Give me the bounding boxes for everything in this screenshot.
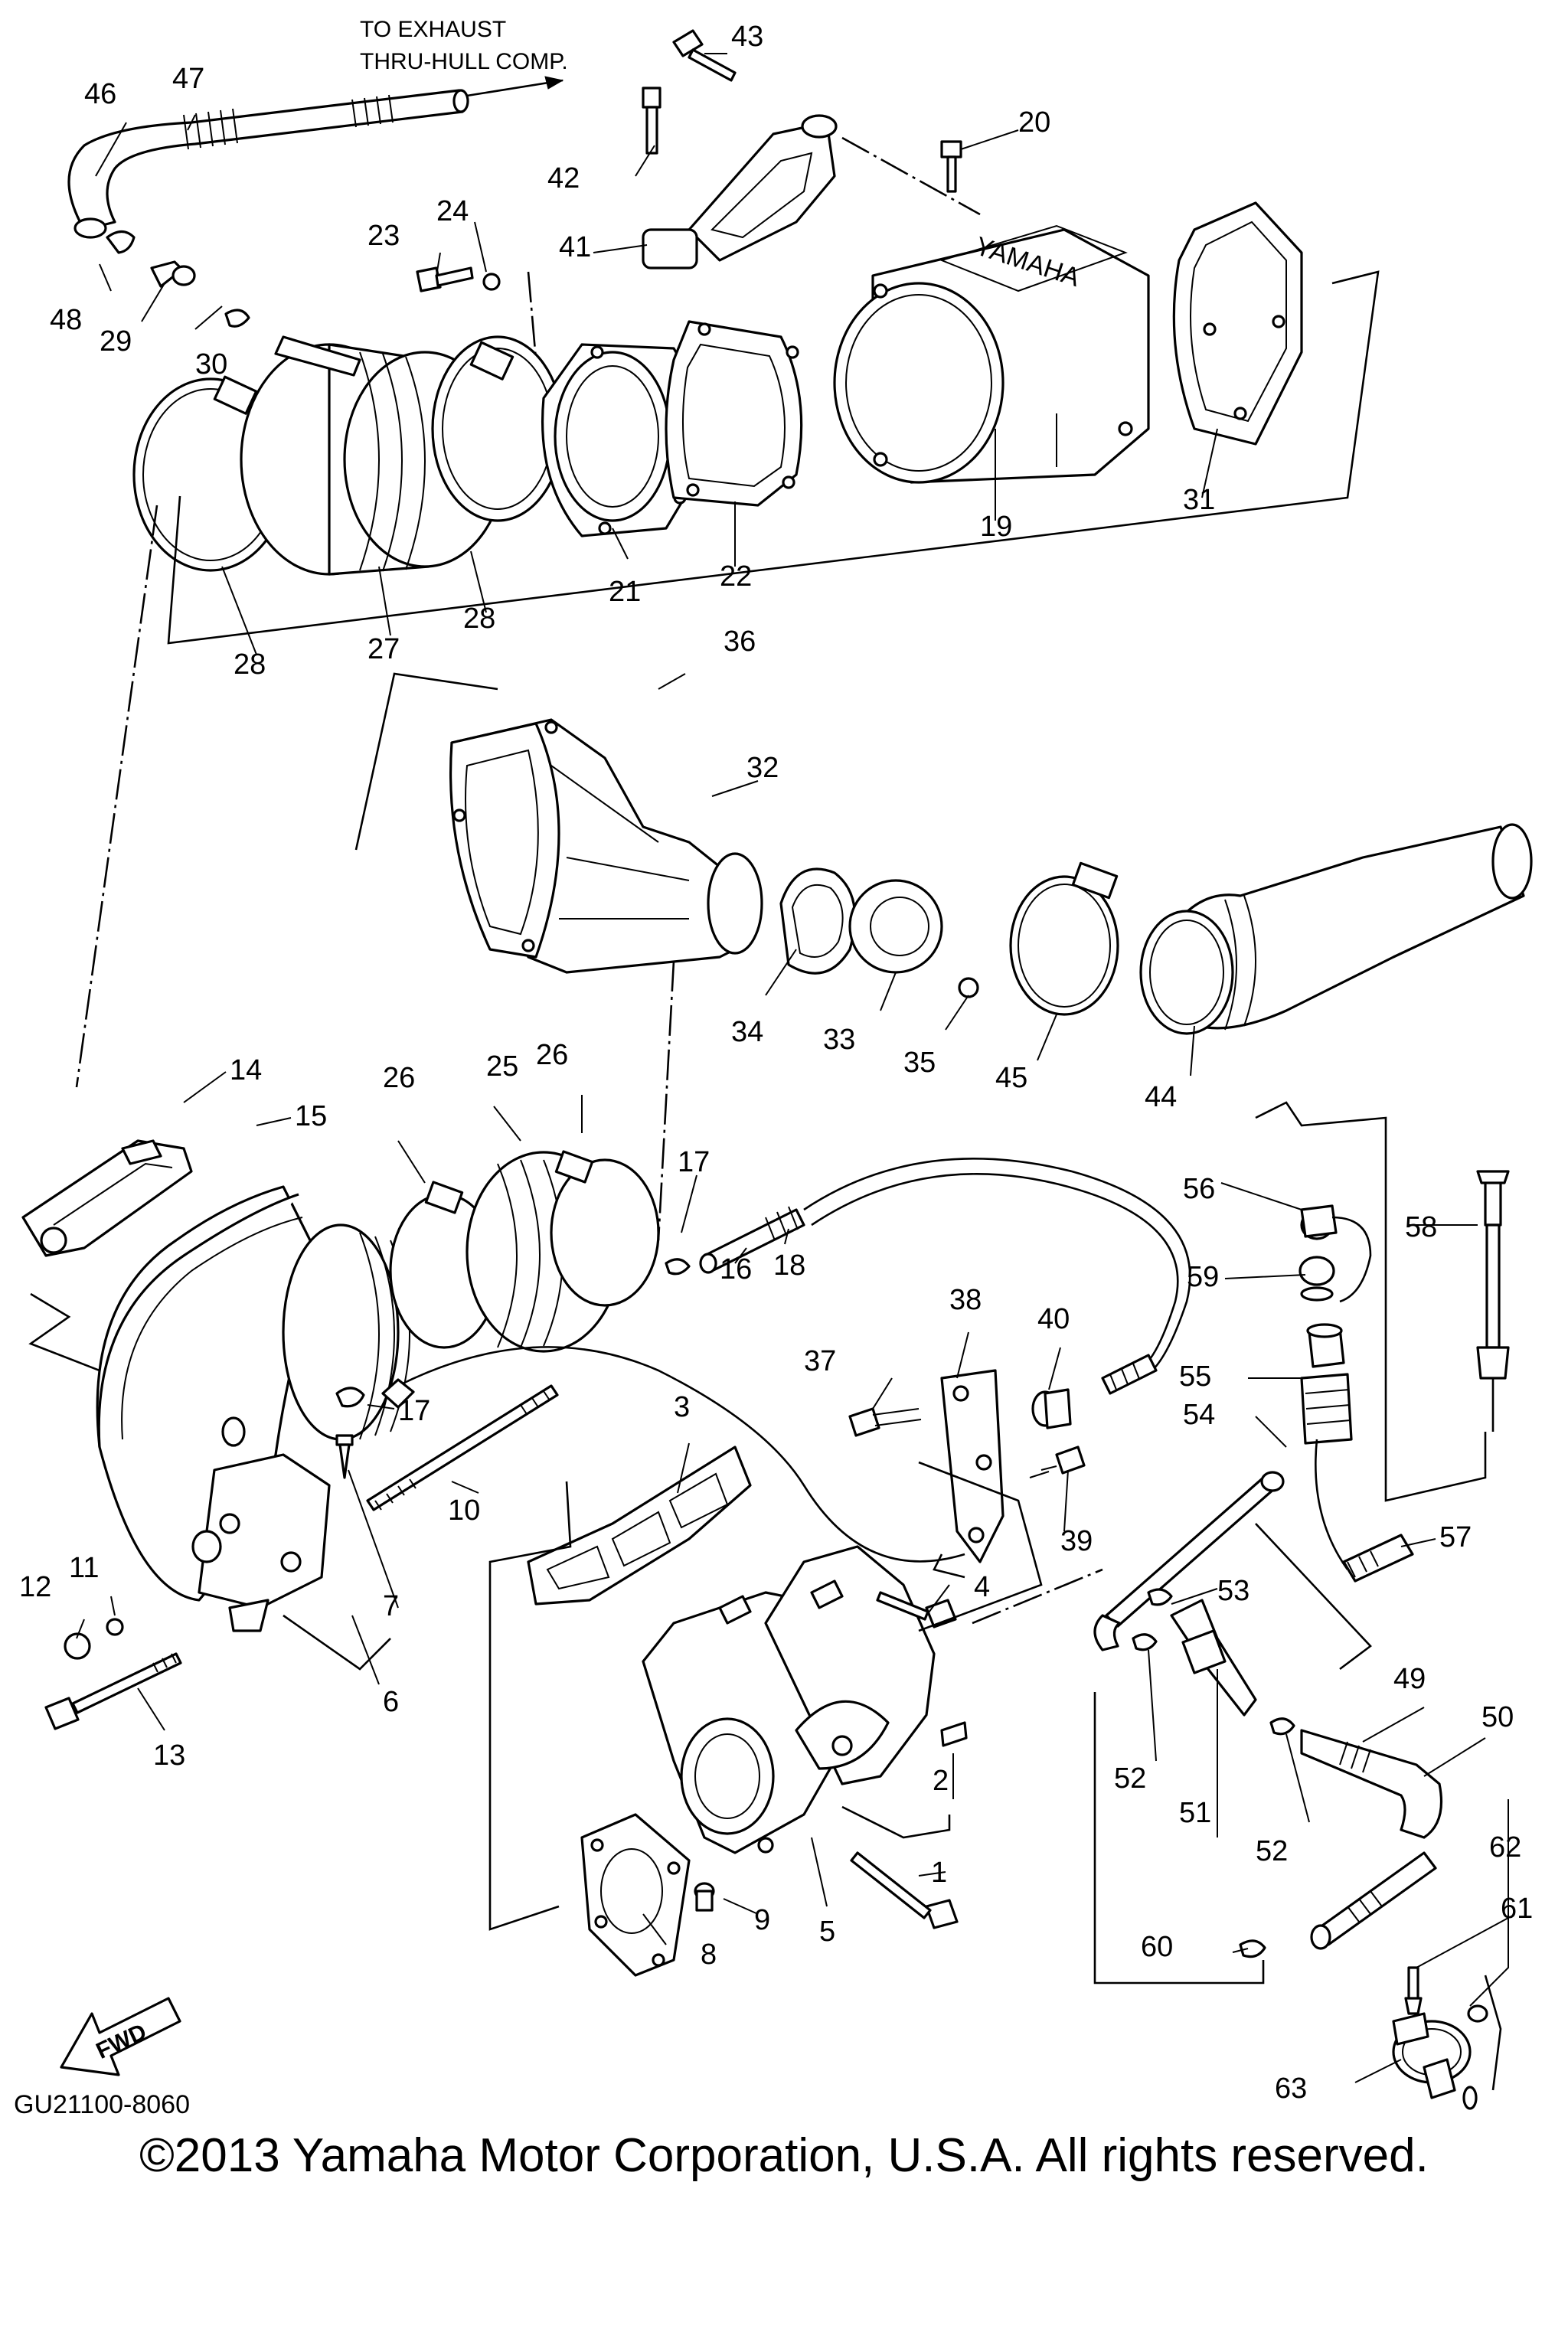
- callout-55: 55: [1179, 1361, 1211, 1393]
- gasket-31: [1172, 201, 1303, 446]
- callout-17-upper: 17: [678, 1146, 710, 1178]
- hose-46-47: [67, 89, 469, 328]
- clamp-17-pin-7: [335, 1387, 365, 1479]
- callout-20: 20: [1018, 106, 1050, 139]
- callout-leaders: [76, 53, 1509, 2083]
- callout-22: 22: [720, 560, 752, 593]
- callout-54: 54: [1183, 1399, 1215, 1431]
- callout-26-right: 26: [536, 1039, 568, 1071]
- callout-37: 37: [804, 1345, 836, 1377]
- lower-frame-lines: [28, 960, 1502, 2091]
- callout-47: 47: [172, 63, 204, 95]
- callout-59: 59: [1187, 1261, 1219, 1293]
- callout-3: 3: [674, 1391, 690, 1423]
- muffler-19: YAMAHA: [833, 224, 1150, 484]
- callout-23: 23: [368, 220, 400, 252]
- callout-38: 38: [949, 1284, 982, 1316]
- callout-11: 11: [69, 1552, 99, 1584]
- callout-10: 10: [448, 1494, 480, 1527]
- callout-51: 51: [1179, 1797, 1211, 1829]
- callout-30: 30: [195, 348, 227, 381]
- callout-28-lower: 28: [234, 648, 266, 681]
- callout-46: 46: [84, 78, 116, 110]
- callout-33: 33: [823, 1024, 855, 1056]
- callout-1: 1: [931, 1857, 947, 1889]
- callout-7: 7: [383, 1590, 399, 1622]
- callout-62: 62: [1489, 1831, 1521, 1864]
- callout-12: 12: [19, 1571, 51, 1603]
- clamp-45-hose-44: [1009, 823, 1533, 1035]
- callout-17-lower: 17: [398, 1395, 430, 1427]
- callout-42: 42: [547, 162, 580, 194]
- callout-26-left: 26: [383, 1062, 415, 1094]
- callout-40: 40: [1037, 1303, 1070, 1335]
- callout-52-right: 52: [1256, 1835, 1288, 1867]
- callout-63: 63: [1275, 2073, 1307, 2105]
- exhaust-chamber-32: [354, 672, 763, 974]
- fitting-38: [848, 1369, 1086, 1563]
- callout-14: 14: [230, 1054, 262, 1086]
- callout-53: 53: [1217, 1575, 1250, 1607]
- bracket-14-collar-25-26: [21, 1139, 660, 1353]
- callout-29: 29: [100, 325, 132, 358]
- callout-43: 43: [731, 21, 763, 53]
- gasket-8-bolts-4-5: [580, 1591, 959, 1977]
- callout-60: 60: [1141, 1931, 1173, 1963]
- callout-34: 34: [731, 1016, 763, 1048]
- callout-48: 48: [50, 304, 82, 336]
- bolts-top: [416, 29, 962, 292]
- callout-39: 39: [1060, 1525, 1093, 1557]
- exhaust-note: TO EXHAUST THRU-HULL COMP.: [360, 17, 568, 97]
- callout-2: 2: [933, 1765, 949, 1797]
- callout-4: 4: [974, 1571, 990, 1603]
- callout-18: 18: [773, 1250, 805, 1282]
- callout-25: 25: [486, 1050, 518, 1083]
- callout-13: 13: [153, 1740, 185, 1772]
- collar-27-28: [132, 335, 564, 576]
- callout-36: 36: [724, 626, 756, 658]
- callout-49: 49: [1393, 1663, 1426, 1695]
- clamp-61-63: [1392, 1966, 1488, 2110]
- callout-45: 45: [995, 1062, 1027, 1094]
- callout-6: 6: [383, 1686, 399, 1718]
- callout-52-left: 52: [1114, 1762, 1146, 1795]
- callout-41: 41: [559, 231, 591, 263]
- callout-21: 21: [609, 576, 641, 608]
- callout-57: 57: [1439, 1521, 1472, 1553]
- callout-16: 16: [720, 1253, 752, 1285]
- flange-21-gasket-22: [541, 320, 803, 537]
- top-frame-lines: [75, 136, 1380, 1088]
- callout-56: 56: [1183, 1173, 1215, 1205]
- callout-9: 9: [754, 1904, 770, 1936]
- callout-35: 35: [903, 1047, 936, 1079]
- callout-24: 24: [436, 195, 469, 227]
- manifold-1-gasket-3: [527, 1446, 968, 1854]
- callout-58: 58: [1405, 1211, 1437, 1243]
- fwd-arrow: FWD: [60, 1997, 181, 2076]
- hose-16-18: [381, 1158, 1191, 1563]
- callout-61: 61: [1501, 1893, 1533, 1925]
- exhaust-pipe-6: [96, 1185, 410, 1632]
- callout-44: 44: [1145, 1081, 1177, 1113]
- bracket-41: [642, 114, 838, 270]
- callout-numbers: 1 2 3 4 5 6 7 8 9 10 11 12 13 14 15 16 1…: [19, 21, 1533, 2105]
- fittings-54-59: [1093, 1170, 1510, 1651]
- svg-text:TO EXHAUST: TO EXHAUST: [360, 17, 506, 42]
- callout-32: 32: [746, 752, 779, 784]
- callout-50: 50: [1481, 1701, 1514, 1733]
- copyright-notice: ©2013 Yamaha Motor Corporation, U.S.A. A…: [139, 2129, 1429, 2182]
- callout-31: 31: [1183, 484, 1215, 516]
- callout-5: 5: [819, 1916, 835, 1948]
- svg-text:THRU-HULL COMP.: THRU-HULL COMP.: [360, 49, 568, 74]
- callout-15: 15: [295, 1100, 327, 1132]
- callout-28-middle: 28: [463, 603, 495, 635]
- joint-51-hose-49-50: [1132, 1588, 1443, 1958]
- bolts-10-13: [44, 1384, 559, 1730]
- callout-19: 19: [980, 511, 1012, 543]
- diagram-code: GU21100-8060: [14, 2090, 190, 2119]
- gaskets-33-34: [779, 867, 979, 998]
- callout-27: 27: [368, 633, 400, 665]
- callout-8: 8: [701, 1939, 717, 1971]
